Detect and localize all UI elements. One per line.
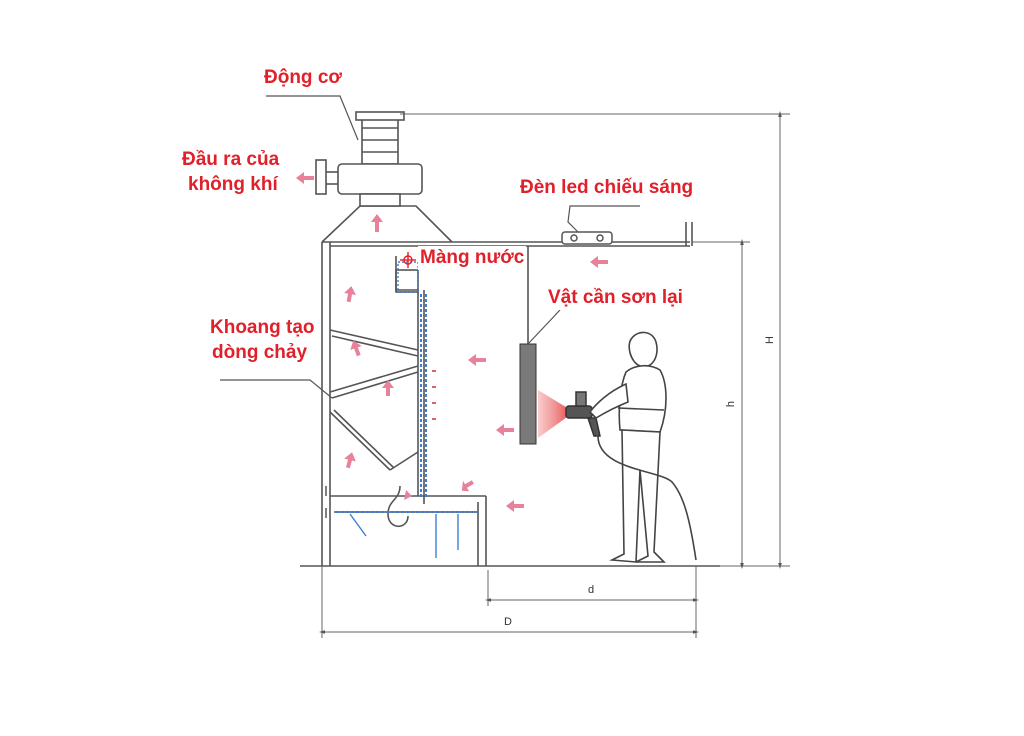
water-inlet-symbol xyxy=(400,252,416,268)
spray-gun xyxy=(565,391,601,437)
painted-object xyxy=(519,343,537,445)
label-object: Vật cần sơn lại xyxy=(546,286,685,310)
dim-inner-depth: d xyxy=(588,584,595,596)
dim-total-height: H xyxy=(763,336,776,344)
label-motor: Động cơ xyxy=(264,67,342,88)
label-water-curtain: Màng nước xyxy=(418,246,527,270)
label-flow-chamber-line1: Khoang tạo xyxy=(210,317,315,338)
worker-figure xyxy=(588,331,697,563)
water-pipes-blue xyxy=(349,261,459,558)
dim-inner-height: h xyxy=(725,400,738,408)
spray-cone xyxy=(538,390,574,438)
dim-total-depth: D xyxy=(504,616,512,628)
label-flow-chamber-line2: dòng chảy xyxy=(212,342,308,363)
water-curtain-lines xyxy=(336,294,478,513)
motor-assembly xyxy=(315,111,423,207)
airflow-arrows xyxy=(296,172,608,512)
water-drops xyxy=(432,370,436,420)
led-light-fixture xyxy=(561,231,613,245)
dimension-lines xyxy=(319,111,790,638)
label-air-outlet-line1: Đầu ra của xyxy=(182,149,280,170)
label-led-light: Đèn led chiếu sáng xyxy=(520,177,694,198)
leader-lines xyxy=(220,95,640,399)
label-air-outlet-line2: không khí xyxy=(188,174,278,195)
